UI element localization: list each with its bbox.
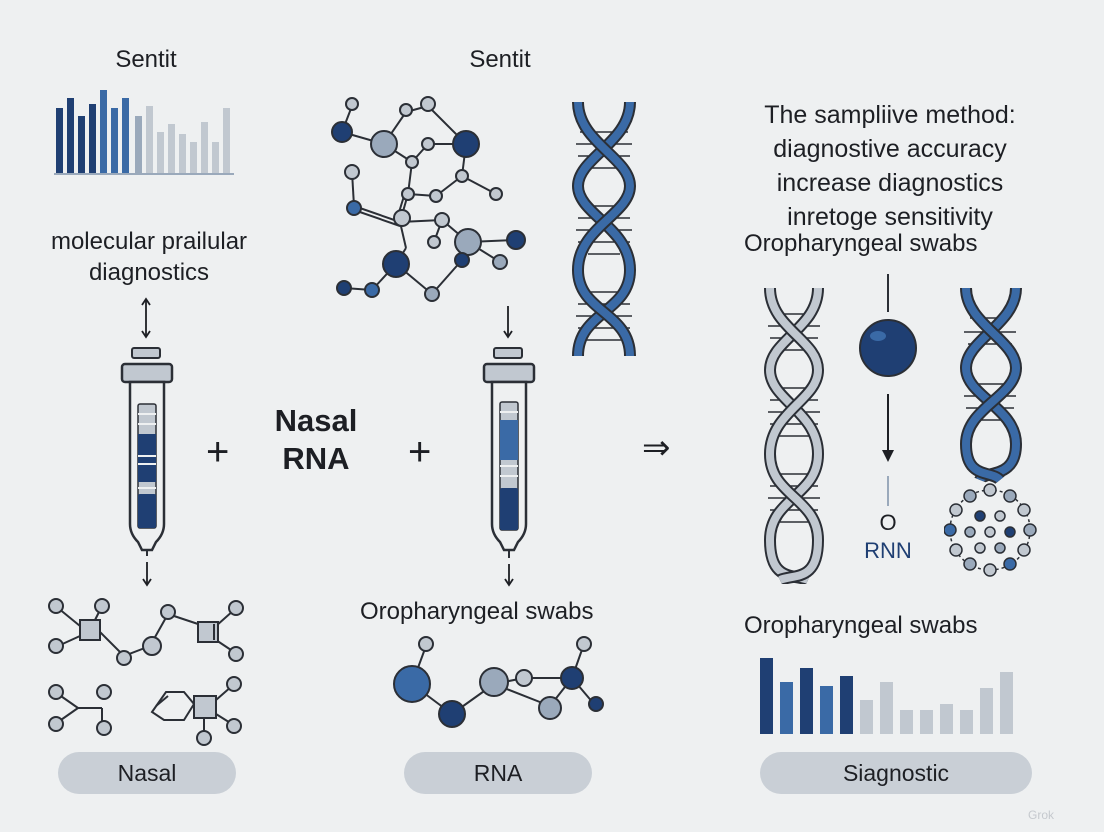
right-sphere-flow-icon	[859, 274, 917, 506]
method-description: The sampliive method: diagnostive accura…	[720, 98, 1060, 234]
desc-line4: inretoge sensitivity	[787, 203, 993, 231]
watermark: Grok	[1028, 808, 1055, 822]
right-small-o: O	[879, 510, 897, 535]
center-label-line1: Nasal	[274, 403, 358, 438]
middle-swab-label: Oropharyngeal swabs	[360, 598, 594, 625]
center-label-line2: RNA	[282, 441, 350, 476]
desc-line1: The sampliive method:	[764, 101, 1016, 129]
desc-line3: increase diagnostics	[776, 169, 1004, 197]
left-label-line1: molecular prailular	[50, 228, 248, 255]
plus-sign-left: +	[206, 430, 230, 474]
middle-molecule-chain-icon	[393, 636, 604, 728]
left-molecule-structures-icon	[48, 598, 244, 746]
desc-line2: diagnostive accuracy	[773, 135, 1007, 163]
nasal-pill: Nasal	[58, 752, 236, 794]
dna-helix-icon	[571, 101, 637, 357]
left-label-line2: diagnostics	[88, 259, 210, 286]
left-title: Sentit	[115, 46, 177, 73]
left-diagnostics-label: molecular prailular diagnostics	[4, 226, 294, 288]
middle-title: Sentit	[469, 46, 531, 73]
left-swab-tube-icon	[120, 297, 174, 587]
molecular-network-icon	[331, 96, 526, 302]
right-rnn-label: RNN	[864, 538, 912, 563]
middle-swab-tube-icon	[482, 306, 536, 587]
nasal-rna-center-label: Nasal RNA	[256, 402, 376, 478]
right-dna-helix-blue-icon	[944, 287, 1037, 577]
left-bar-chart-icon	[54, 90, 234, 175]
right-swab-label-top: Oropharyngeal swabs	[744, 230, 978, 257]
rna-pill: RNA	[404, 752, 592, 794]
right-arrow-icon: ⇒	[642, 429, 671, 467]
right-swab-label-bottom: Oropharyngeal swabs	[744, 612, 978, 639]
right-bar-chart-icon	[760, 658, 1013, 734]
plus-sign-right: +	[408, 430, 432, 474]
right-dna-helix-gray-icon	[763, 287, 825, 584]
siagnostic-pill: Siagnostic	[760, 752, 1032, 794]
